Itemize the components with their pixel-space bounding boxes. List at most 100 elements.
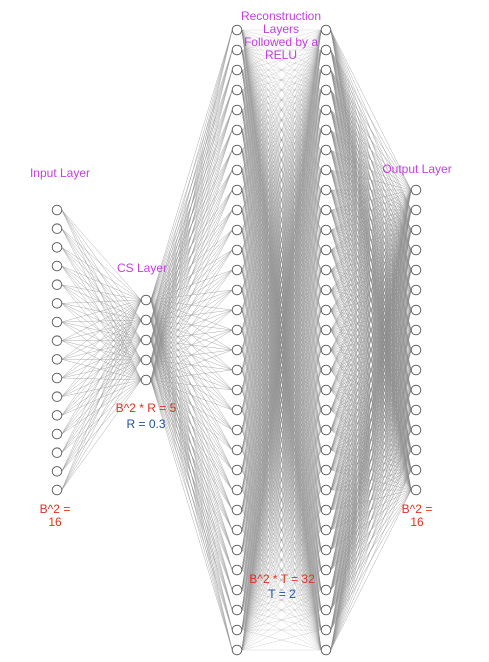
recon1-neuron [231, 424, 243, 436]
recon1-neuron [231, 484, 243, 496]
cs-neuron [140, 334, 152, 346]
output-layer-title: Output Layer [382, 162, 452, 176]
connection-edge [150, 229, 233, 381]
connection-edge [61, 339, 142, 341]
connection-edge [241, 29, 322, 411]
connection-edge [61, 299, 142, 472]
connection-edge [61, 265, 142, 341]
input-neuron [51, 204, 63, 216]
recon1-neuron [231, 144, 243, 156]
recon2-neuron [320, 224, 332, 236]
neuron-nodes [51, 24, 422, 656]
connection-edge [150, 29, 233, 321]
output-neuron [410, 264, 422, 276]
connection-edge [61, 359, 142, 472]
connection-edge [241, 209, 322, 651]
connection-edge [61, 228, 142, 361]
connection-edge [150, 379, 233, 411]
connection-edge [241, 29, 322, 71]
input-neuron [51, 316, 63, 328]
input-neuron [51, 391, 63, 402]
connection-edge [150, 379, 233, 391]
connection-edge [241, 29, 322, 231]
connection-edge [241, 29, 322, 271]
connection-edge [241, 329, 322, 651]
connection-edge [61, 209, 142, 321]
recon1-neuron [231, 564, 243, 576]
connection-edge [330, 189, 412, 531]
connection-edge [241, 29, 322, 531]
connection-edge [150, 29, 233, 341]
connection-edge [150, 89, 233, 381]
connection-edge [61, 284, 142, 361]
connection-edge [61, 379, 142, 416]
connection-edge [330, 189, 412, 611]
connection-edge [150, 379, 233, 631]
connection-edge [330, 189, 412, 211]
connection-edge [330, 189, 412, 451]
recon2-neuron [320, 304, 332, 316]
cs-neuron [140, 354, 152, 366]
connection-edge [330, 429, 412, 651]
connection-edge [241, 549, 322, 651]
output-neuron [410, 244, 422, 256]
connection-edge [330, 189, 412, 291]
connection-edge [61, 265, 142, 301]
connection-edge [330, 469, 412, 651]
connection-edge [61, 265, 142, 381]
output-neuron [410, 204, 422, 216]
connection-edge [330, 189, 412, 311]
recon1-neuron [231, 524, 243, 536]
connection-edge [150, 379, 233, 511]
connection-edge [330, 149, 412, 191]
connection-edge [61, 299, 142, 341]
connection-edge [61, 228, 142, 321]
connection-edge [241, 49, 322, 651]
recon1-neuron [231, 364, 243, 376]
connection-edge [61, 303, 142, 321]
connection-edge [61, 209, 142, 341]
reconstruction-layers-title: Reconstruction Layers Followed by a RELU [240, 9, 322, 62]
input-neuron [51, 223, 63, 234]
connection-edge [330, 189, 412, 571]
connection-edge [241, 29, 322, 391]
connection-edge [330, 389, 412, 651]
connection-edge [61, 340, 142, 381]
connection-edge [61, 284, 142, 301]
connection-edge [241, 629, 322, 651]
connection-edge [61, 319, 142, 453]
recon1-neuron [231, 544, 243, 556]
recon2-neuron [320, 424, 332, 436]
output-neuron [410, 284, 422, 296]
recon1-neuron [231, 584, 243, 596]
output-neuron [410, 304, 422, 316]
connection-edge [150, 379, 233, 451]
recon2-neuron [320, 284, 332, 296]
connection-edge [330, 209, 412, 651]
recon1-neuron [231, 84, 243, 96]
recon1-neuron [231, 284, 243, 296]
connection-edge [330, 329, 412, 651]
recon2-neuron [320, 604, 332, 616]
connection-edge [150, 29, 233, 301]
connection-edge [150, 169, 233, 381]
connection-edge [241, 369, 322, 651]
connection-edge [241, 29, 322, 111]
connection-edge [61, 339, 142, 491]
connection-edge [241, 29, 322, 171]
connection-edge [241, 29, 322, 611]
connection-edge [330, 189, 412, 491]
connection-edge [330, 69, 412, 191]
recon1-neuron [231, 44, 243, 56]
output-neuron [410, 324, 422, 336]
recon2-neuron [320, 204, 332, 216]
connection-edge [61, 379, 142, 453]
recon2-neuron [320, 464, 332, 476]
recon1-neuron [231, 384, 243, 396]
recon1-neuron [231, 204, 243, 216]
recon1-neuron [231, 304, 243, 316]
input-neuron [51, 242, 63, 253]
input-neuron [51, 279, 63, 290]
output-neuron [410, 464, 422, 476]
